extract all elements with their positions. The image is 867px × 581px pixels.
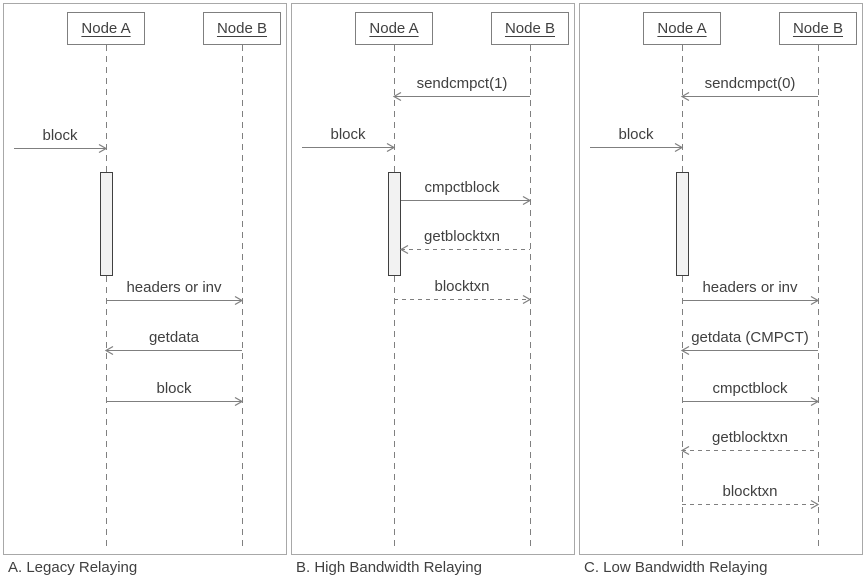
- message-line: [106, 300, 242, 301]
- message-arrowhead-icon: [680, 445, 690, 456]
- message-line: [682, 96, 818, 97]
- message-label: block: [156, 380, 192, 397]
- message-line: [394, 96, 530, 97]
- message-label: cmpctblock: [424, 179, 500, 196]
- message-line: [682, 450, 818, 451]
- node-b-lifeline: [242, 45, 243, 546]
- message-arrowhead-icon: [234, 396, 244, 407]
- message-arrowhead-icon: [810, 295, 820, 306]
- node-a-box: Node A: [67, 12, 145, 45]
- message-arrowhead-icon: [98, 143, 108, 154]
- activation-bar: [387, 172, 401, 276]
- node-b-lifeline: [818, 45, 819, 546]
- node-b-label: Node B: [792, 20, 844, 37]
- message-label: getblocktxn: [424, 228, 500, 245]
- message-arrowhead-icon: [522, 294, 532, 305]
- message-label: block: [42, 127, 78, 144]
- message-arrowhead-icon: [810, 499, 820, 510]
- node-a-lifeline: [106, 45, 107, 546]
- message-arrowhead-icon: [399, 244, 408, 255]
- message-line: [400, 249, 530, 250]
- node-a-label: Node A: [657, 20, 707, 37]
- message-arrowhead-icon: [522, 195, 532, 206]
- message-arrowhead-icon: [680, 91, 690, 102]
- message-label: block: [330, 126, 366, 143]
- message-label: getblocktxn: [712, 429, 788, 446]
- message-line: [682, 504, 818, 505]
- message-label: getdata: [148, 329, 200, 346]
- message-line: [400, 200, 530, 201]
- node-a-box: Node A: [643, 12, 721, 45]
- message-arrowhead-icon: [386, 142, 396, 153]
- node-a-lifeline: [682, 45, 683, 546]
- node-b-box: Node B: [491, 12, 569, 45]
- message-line: [302, 147, 394, 148]
- panel-c: Node A Node B sendcmpct(0) block headers or …: [579, 3, 863, 555]
- message-label: headers or inv: [702, 279, 798, 296]
- panel-b: Node A Node B sendcmpct(1) block cmpctblock g…: [291, 3, 575, 555]
- node-a-label: Node A: [369, 20, 419, 37]
- message-label: getdata (CMPCT): [691, 329, 809, 346]
- panel-a: Node A Node B block headers or inv getdata bl…: [3, 3, 287, 555]
- caption-a: A. Legacy Relaying: [8, 559, 138, 576]
- node-b-lifeline: [530, 45, 531, 546]
- message-line: [682, 350, 818, 351]
- node-b-box: Node B: [203, 12, 281, 45]
- message-label: block: [618, 126, 654, 143]
- activation-bar: [675, 172, 689, 276]
- node-a-lifeline: [394, 45, 395, 546]
- message-line: [394, 299, 530, 300]
- message-line: [682, 401, 818, 402]
- message-arrowhead-icon: [104, 345, 114, 356]
- message-arrowhead-icon: [392, 91, 402, 102]
- message-line: [590, 147, 682, 148]
- message-line: [106, 401, 242, 402]
- message-arrowhead-icon: [674, 142, 684, 153]
- message-arrowhead-icon: [680, 345, 690, 356]
- message-line: [14, 148, 106, 149]
- node-a-label: Node A: [81, 20, 131, 37]
- message-label: sendcmpct(0): [704, 75, 796, 92]
- message-label: sendcmpct(1): [416, 75, 508, 92]
- message-label: blocktxn: [722, 483, 778, 500]
- node-b-box: Node B: [779, 12, 857, 45]
- caption-b: B. High Bandwidth Relaying: [296, 559, 482, 576]
- activation-bar: [99, 172, 113, 276]
- message-line: [106, 350, 242, 351]
- node-b-label: Node B: [216, 20, 268, 37]
- message-arrowhead-icon: [810, 396, 820, 407]
- message-label: cmpctblock: [712, 380, 788, 397]
- message-line: [682, 300, 818, 301]
- message-arrowhead-icon: [234, 295, 244, 306]
- message-label: blocktxn: [434, 278, 490, 295]
- node-a-box: Node A: [355, 12, 433, 45]
- caption-c: C. Low Bandwidth Relaying: [584, 559, 768, 576]
- node-b-label: Node B: [504, 20, 556, 37]
- message-label: headers or inv: [126, 279, 222, 296]
